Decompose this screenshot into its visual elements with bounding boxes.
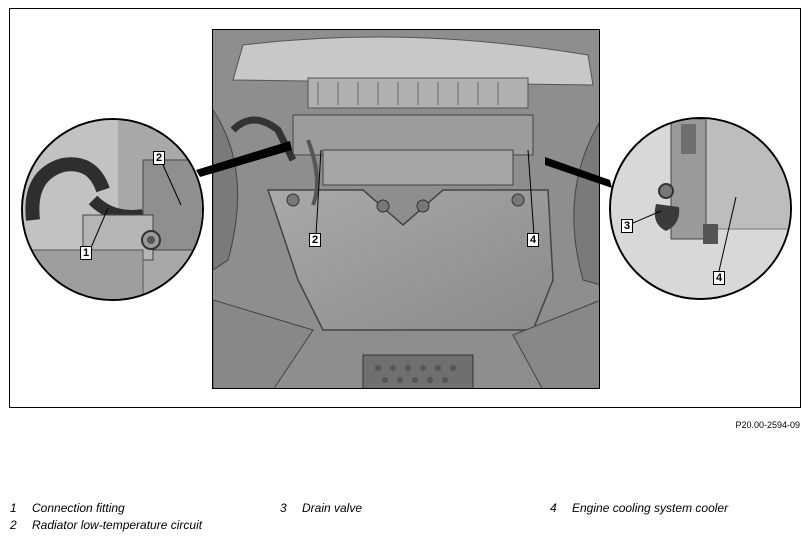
detail-inset-connection-fitting: [21, 118, 204, 301]
legend-number: 3: [280, 501, 287, 515]
legend-text: Drain valve: [302, 501, 363, 515]
detail-inset-drain-valve: [609, 117, 792, 300]
callout-4-inset: 4: [713, 271, 726, 285]
figure-reference: P20.00-2594-09: [735, 420, 800, 430]
legend-text: Connection fitting: [32, 501, 125, 515]
legend-item: 4 Engine cooling system cooler: [550, 501, 728, 515]
legend-text: Radiator low-temperature circuit: [32, 518, 203, 532]
callout-2-main: 2: [309, 233, 322, 247]
callout-1: 1: [80, 246, 93, 260]
engine-underbody-photo: [212, 29, 600, 389]
legend-text: Engine cooling system cooler: [572, 501, 729, 515]
callout-3: 3: [621, 219, 634, 233]
legend-number: 4: [550, 501, 557, 515]
callout-4-main: 4: [527, 233, 540, 247]
legend-item: 1 Connection fitting: [10, 501, 125, 515]
callout-2-inset: 2: [153, 151, 166, 165]
legend-number: 2: [10, 518, 17, 532]
legend-item: 2 Radiator low-temperature circuit: [10, 518, 202, 532]
legend-item: 3 Drain valve: [280, 501, 362, 515]
legend-number: 1: [10, 501, 17, 515]
